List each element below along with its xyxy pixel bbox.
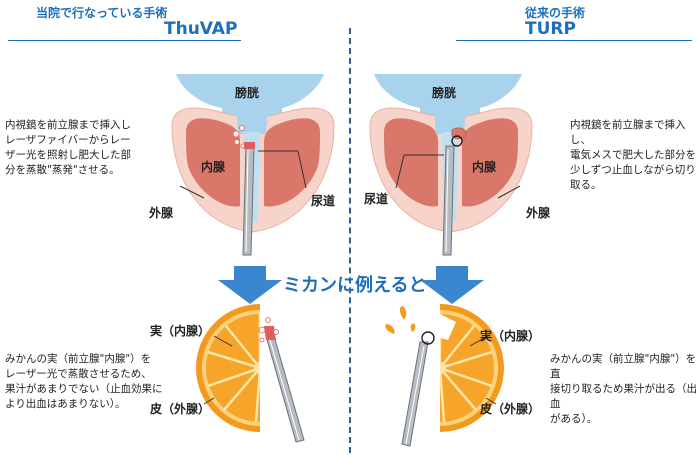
left-description-line: 分を蒸散"蒸発"させる。 xyxy=(5,164,120,176)
right-title: TURP xyxy=(525,19,576,39)
right-orange-description-line: みかんの実（前立腺"内腺"）を直 xyxy=(550,353,697,380)
left-flesh-label: 実（内腺） xyxy=(150,324,211,338)
right-bladder-label: 膀胱 xyxy=(432,86,457,100)
left-peel-label: 皮（外腺） xyxy=(150,402,211,416)
right-description-line: 取る。 xyxy=(570,179,602,191)
right-description: 内視鏡を前立腺まで挿入し、 電気メスで肥大した部分を 少しずつ止血しながら切り … xyxy=(570,118,698,193)
right-inner-gland-label: 内腺 xyxy=(472,160,497,174)
right-orange-juice-drops xyxy=(385,306,416,334)
left-orange-description: みかんの実（前立腺"内腺"）を レーザー光で蒸散させるため、 果汁があまりでない… xyxy=(5,352,175,412)
left-orange-illustration xyxy=(196,304,260,432)
right-inner-gland-lobe xyxy=(462,118,518,207)
left-endoscope xyxy=(242,142,255,256)
left-outer-gland-label: 外腺 xyxy=(149,206,174,220)
left-orange-description-line: 果汁があまりでない（止血効果に xyxy=(5,383,163,395)
left-urethra-pointer xyxy=(297,150,307,189)
right-prostate-illustration xyxy=(369,74,533,256)
right-endoscope xyxy=(442,135,463,256)
right-flesh-label: 実（内腺） xyxy=(480,329,541,343)
right-outer-gland-label: 外腺 xyxy=(526,206,551,220)
left-description: 内視鏡を前立腺まで挿入し レーザファイバーからレー ザー光を照射し肥大した部 分… xyxy=(5,118,165,178)
center-divider xyxy=(349,28,351,453)
left-subtitle: 当院で行なっている手術 xyxy=(36,6,168,20)
right-description-line: 少しずつ止血しながら切り xyxy=(570,164,696,176)
left-orange-scope xyxy=(258,317,305,443)
right-description-line: 内視鏡を前立腺まで挿入し、 xyxy=(570,119,686,146)
right-orange-scope xyxy=(401,331,435,447)
right-subtitle: 従来の手術 xyxy=(525,6,586,20)
left-prostate-illustration xyxy=(171,74,335,256)
right-peel-pointer xyxy=(485,397,497,405)
left-flesh-pointer xyxy=(213,335,233,347)
left-orange-description-line: より出血はあまりない）。 xyxy=(5,398,126,410)
left-vapor-bubble xyxy=(232,130,240,138)
right-description-line: 電気メスで肥大した部分を xyxy=(570,149,696,161)
left-vapor-bubble xyxy=(234,139,240,145)
left-orange-description-line: みかんの実（前立腺"内腺"）を xyxy=(5,353,152,365)
right-orange-description: みかんの実（前立腺"内腺"）を直 接切り取るため果汁が出る（出血 がある）。 xyxy=(550,352,698,427)
left-down-arrow xyxy=(218,266,282,304)
left-orange-description-line: レーザー光で蒸散させるため、 xyxy=(5,368,152,380)
right-outer-pointer xyxy=(497,185,521,199)
left-header-rule xyxy=(8,40,241,41)
left-description-line: ザー光を照射し肥大した部 xyxy=(5,149,131,161)
left-outer-pointer xyxy=(179,185,205,199)
left-description-line: 内視鏡を前立腺まで挿入し xyxy=(5,119,131,131)
left-title: ThuVAP xyxy=(164,19,238,39)
left-inner-gland-lobe xyxy=(186,118,240,207)
right-peel-label: 皮（外腺） xyxy=(480,402,541,416)
left-urethra-label: 尿道 xyxy=(311,194,336,208)
right-header-rule xyxy=(456,40,692,41)
left-bladder-shape xyxy=(176,74,324,135)
center-caption: ミカンに例えると xyxy=(283,275,427,296)
right-down-arrow xyxy=(420,266,484,304)
right-urethra-pointer xyxy=(395,154,405,189)
right-orange-description-line: 接切り取るため果汁が出る（出血 xyxy=(550,383,697,410)
right-flesh-pointer xyxy=(469,335,489,347)
right-urethra-label: 尿道 xyxy=(364,192,389,206)
right-bladder-shape xyxy=(374,74,522,135)
left-description-line: レーザファイバーからレー xyxy=(5,134,131,146)
left-peel-pointer xyxy=(203,397,215,405)
left-inner-gland-lobe xyxy=(264,118,320,207)
left-inner-gland-label: 内腺 xyxy=(201,160,226,174)
left-bladder-label: 膀胱 xyxy=(235,86,260,100)
left-vapor-bubble xyxy=(239,125,245,131)
right-inner-gland-lobe xyxy=(384,118,438,207)
right-orange-description-line: がある）。 xyxy=(550,413,598,425)
